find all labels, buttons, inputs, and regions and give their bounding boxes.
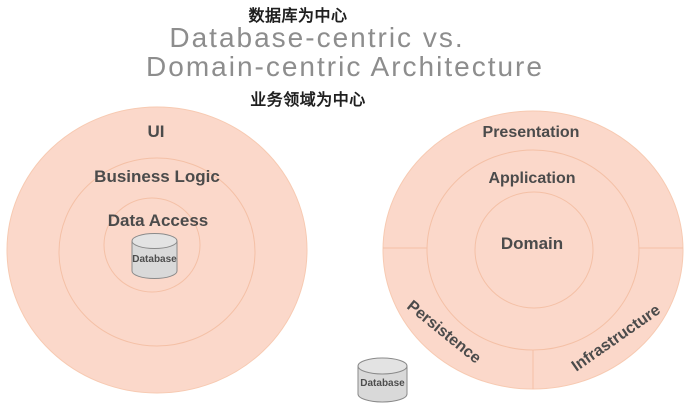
left-database-label: Database	[132, 254, 177, 265]
database-cylinder-top	[357, 357, 408, 375]
right-ring-label-domain: Domain	[501, 234, 563, 253]
page-title-line1: Database-centric vs.	[169, 22, 465, 53]
left-ring-label-business-logic: Business Logic	[94, 167, 220, 186]
database-cylinder-body	[357, 366, 408, 403]
annotation-database-centric: 数据库为中心	[248, 8, 348, 25]
right-ring-label-application: Application	[488, 170, 575, 187]
database-centric-diagram: UI Business Logic Data Access Database	[6, 106, 308, 394]
database-cylinder-body	[131, 241, 178, 279]
annotation-domain-centric: 业务领域为中心	[250, 92, 366, 109]
right-inner-ring-domain	[474, 191, 594, 309]
right-database-label: Database	[360, 378, 405, 389]
left-ring-label-ui: UI	[148, 122, 165, 141]
database-cylinder-top	[131, 233, 178, 249]
page-title-line2: Domain-centric Architecture	[146, 51, 544, 82]
left-database-cylinder: Database	[131, 233, 178, 279]
domain-centric-diagram: Presentation Application Domain Persiste…	[357, 110, 684, 403]
right-database-cylinder: Database	[357, 357, 408, 403]
left-ring-label-data-access: Data Access	[108, 211, 209, 230]
right-ring-label-presentation: Presentation	[483, 124, 580, 141]
